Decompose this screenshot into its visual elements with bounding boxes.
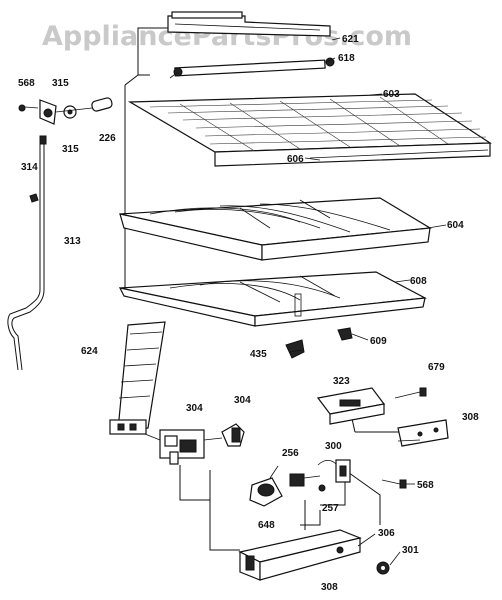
- motor-648-part: [249, 465, 283, 507]
- label-256: 256: [282, 448, 299, 459]
- label-603: 603: [383, 89, 400, 100]
- bracket-323-part: [316, 387, 386, 425]
- control-304-part: [144, 423, 245, 465]
- bracket-308-part: [397, 419, 449, 447]
- top-bracket-part: [167, 11, 331, 37]
- label-624: 624: [81, 346, 98, 357]
- label-679: 679: [428, 362, 445, 373]
- clip-609-part: [337, 327, 353, 341]
- crisper-cover-part: [119, 197, 432, 261]
- label-608: 608: [410, 276, 427, 287]
- label-604: 604: [447, 220, 464, 231]
- label-606: 606: [287, 154, 304, 165]
- cable-rod-part: [7, 135, 47, 371]
- screw-568-part: [381, 479, 407, 489]
- label-435: 435: [250, 349, 267, 360]
- label-609: 609: [370, 336, 387, 347]
- label-618: 618: [338, 53, 355, 64]
- label-621: 621: [342, 34, 359, 45]
- housing-306-part: [238, 529, 362, 581]
- part-labels: 568 315 315 226 314 313 621 618 603 606 …: [18, 34, 479, 593]
- control-panel-624-part: [109, 321, 166, 435]
- label-568-top: 568: [18, 78, 35, 89]
- label-323: 323: [333, 376, 350, 387]
- clip-435-part: [285, 339, 305, 359]
- label-300: 300: [325, 441, 342, 452]
- label-301: 301: [402, 545, 419, 556]
- label-315-bottom: 315: [62, 144, 79, 155]
- switch-256-part: [289, 473, 321, 487]
- switch-300-part: [317, 459, 351, 483]
- label-313: 313: [64, 236, 81, 247]
- drawer-cover-part: [118, 271, 428, 327]
- leader-lines: [289, 37, 447, 566]
- label-257: 257: [322, 503, 339, 514]
- label-568-bottom: 568: [417, 480, 434, 491]
- label-315-top: 315: [52, 78, 69, 89]
- label-304-left: 304: [186, 403, 203, 414]
- lamp-bar-part: [169, 57, 335, 79]
- label-308-right: 308: [462, 412, 479, 423]
- label-226: 226: [99, 133, 116, 144]
- label-306: 306: [378, 528, 395, 539]
- label-304-right: 304: [234, 395, 251, 406]
- wire-shelf-part: [127, 93, 492, 167]
- screw-257-part: [318, 484, 326, 492]
- label-648: 648: [258, 520, 275, 531]
- screw-679-part: [394, 387, 427, 399]
- knob-301-part: [376, 561, 390, 575]
- label-314: 314: [21, 162, 38, 173]
- label-308-bottom: 308: [321, 582, 338, 593]
- hinge-assembly-part: [18, 97, 113, 125]
